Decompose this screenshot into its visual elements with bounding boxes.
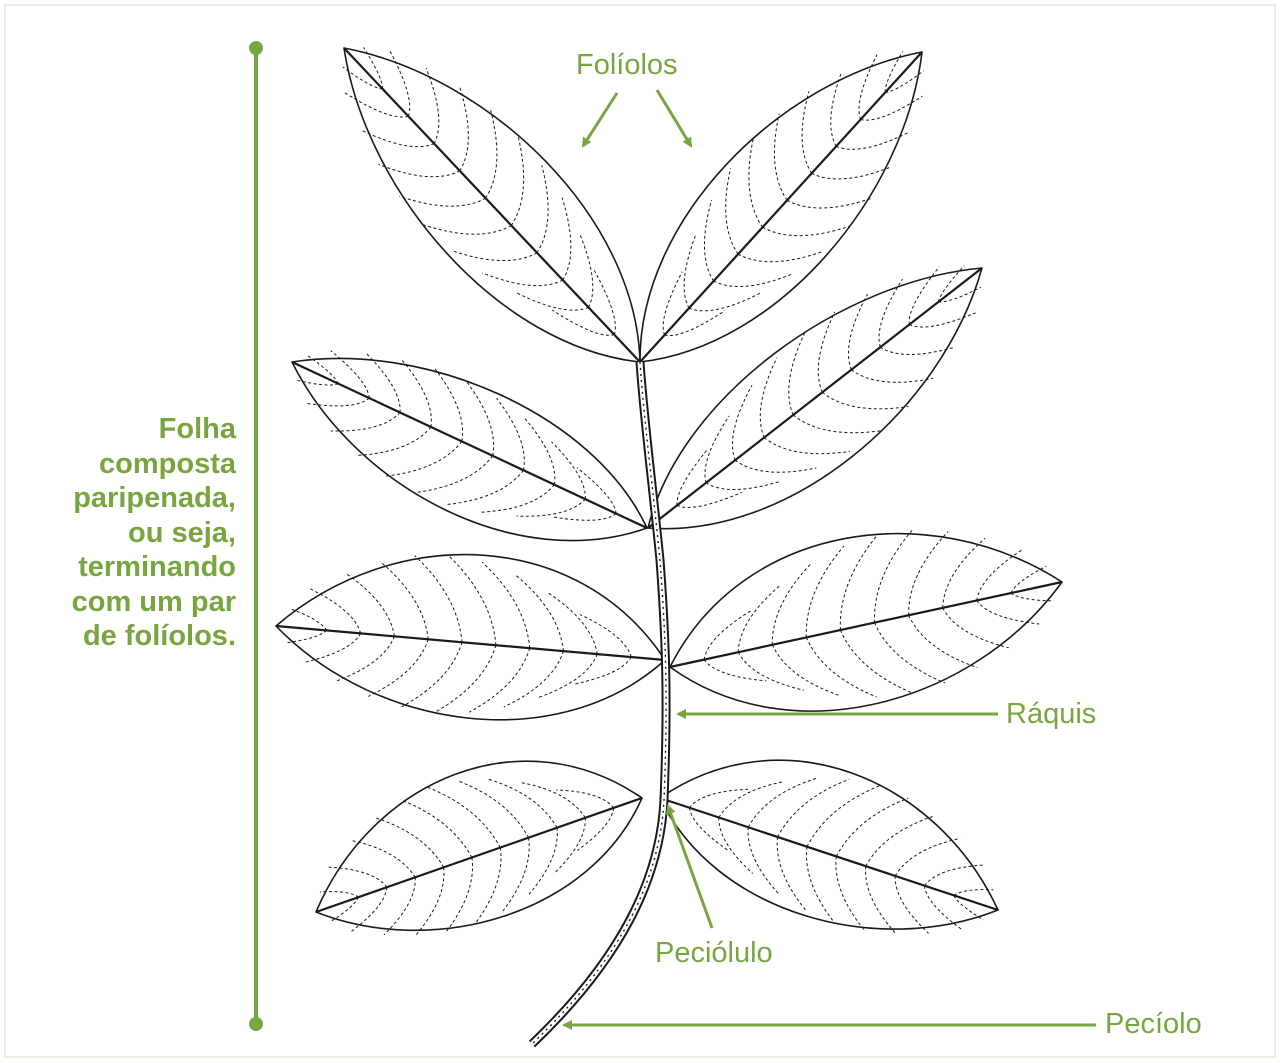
side-caption: Folha composta paripenada, ou seja, term… [20, 412, 236, 654]
side-caption-line: composta [20, 447, 236, 482]
side-caption-line: paripenada, [20, 481, 236, 516]
leaflets-arrow-left [583, 93, 617, 146]
leaf-extent-bracket [249, 41, 263, 1031]
leaflet-bottom-left [316, 761, 642, 930]
leaf-drawing [276, 47, 1062, 1044]
side-caption-line: de folíolos. [20, 619, 236, 654]
leaflet-third-left [276, 555, 665, 720]
side-caption-line: ou seja, [20, 516, 236, 551]
rachis-label: Ráquis [1006, 697, 1096, 731]
petiole-label: Pecíolo [1105, 1007, 1202, 1041]
side-caption-line: com um par [20, 585, 236, 620]
bracket-bottom-dot [249, 1017, 263, 1031]
bracket-top-dot [249, 41, 263, 55]
petiolule-label: Peciólulo [655, 936, 773, 970]
leaflet-top-left-midrib [344, 48, 640, 362]
leaflet-bottom-right [660, 760, 998, 929]
side-caption-line: Folha [20, 412, 236, 447]
leaflets-label: Folíolos [576, 48, 678, 82]
side-caption-line: terminando [20, 550, 236, 585]
leaflets-arrow-right [657, 90, 691, 146]
leaflet-third-right [670, 534, 1062, 711]
